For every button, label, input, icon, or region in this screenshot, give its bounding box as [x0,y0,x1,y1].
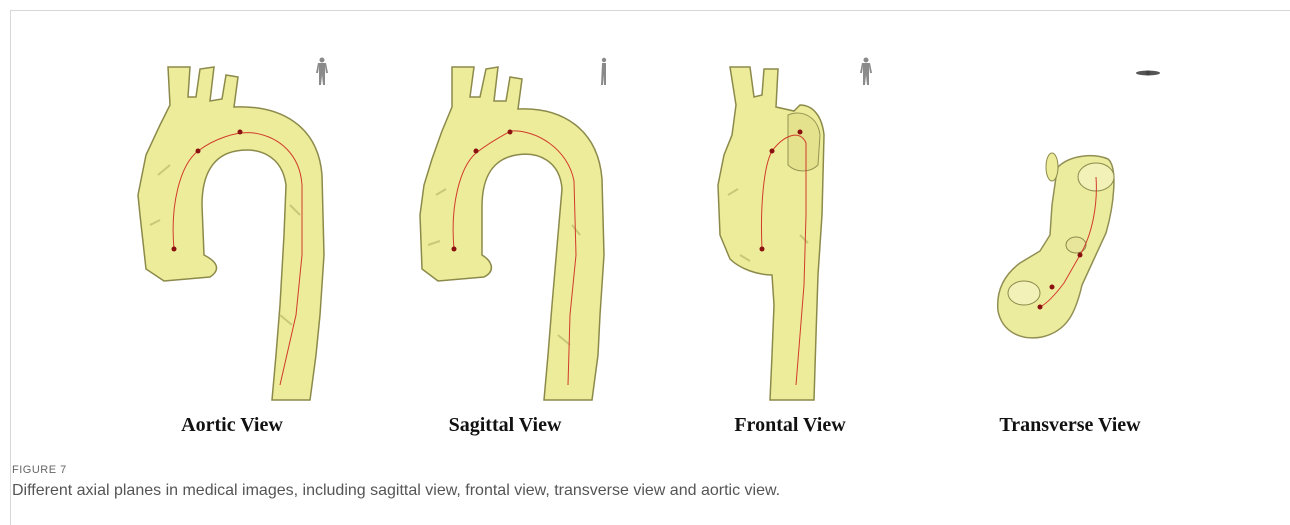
aortic-view-panel [130,55,390,405]
human-figure-front-icon [860,58,872,86]
sagittal-view-render [412,55,672,405]
figure-number: FIGURE 7 [12,464,67,476]
landmark-point [798,130,803,135]
transverse-view-panel [990,55,1250,405]
frontal-view-panel [710,55,970,405]
aorta-surface [420,67,604,400]
human-figure-side-icon [601,58,606,85]
landmark-point [760,247,765,252]
landmark-point [1050,285,1055,290]
landmark-point [238,130,243,135]
aorta-model [718,67,824,400]
landmark-point [770,149,775,154]
landmark-point [452,247,457,252]
transverse-view-label: Transverse View [940,414,1200,437]
sagittal-view-label: Sagittal View [375,414,635,437]
aortic-view-label: Aortic View [102,414,362,437]
aorta-surface [138,67,324,400]
transverse-view-render [990,55,1250,405]
sagittal-view-panel [412,55,672,405]
aorta-model [138,67,324,400]
landmark-point [508,130,513,135]
landmark-point [474,149,479,154]
landmark-point [196,149,201,154]
landmark-point [172,247,177,252]
human-figure-top-icon [1136,71,1160,76]
frontal-view-render [710,55,970,405]
landmark-point [1038,305,1043,310]
aorta-model [420,67,604,400]
frontal-view-label: Frontal View [660,414,920,437]
figure-caption: Different axial planes in medical images… [12,482,780,500]
aortic-view-render [130,55,390,405]
human-figure-front-icon [316,58,328,86]
landmark-point [1078,253,1083,258]
